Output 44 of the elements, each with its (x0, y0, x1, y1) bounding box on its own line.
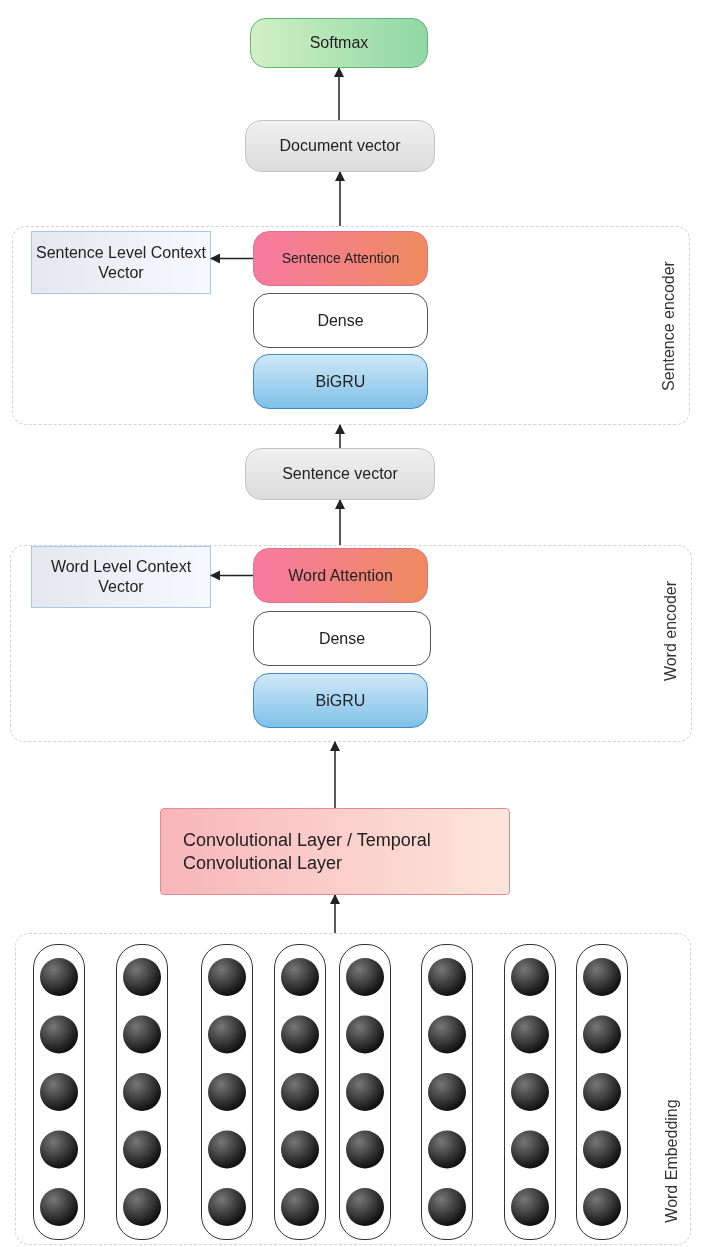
node-label: BiGRU (315, 371, 366, 392)
node-label: Dense (318, 628, 366, 649)
node-label: Word Level Context Vector (49, 557, 193, 597)
context-vector-box (31, 231, 211, 294)
group-label: Word Embedding (662, 1097, 681, 1225)
encoder-group (12, 226, 690, 425)
embedding-group (15, 933, 691, 1245)
arrow (334, 423, 346, 449)
attention-box (253, 548, 428, 603)
context-vector-box (31, 546, 211, 608)
node-label: Convolutional Layer / Temporal Convolutional Layer (182, 829, 432, 874)
vector-column (504, 944, 556, 1240)
vector-column (421, 944, 473, 1240)
node-label: Sentence Level Context Vector (35, 242, 207, 283)
dense-layer-box (253, 293, 428, 348)
bigru-box (253, 673, 428, 728)
arrow (209, 570, 254, 581)
arrow (329, 740, 341, 809)
softmax-box (250, 18, 428, 68)
arrow (334, 498, 346, 546)
arrow (334, 170, 346, 227)
node-label: Dense (317, 310, 364, 331)
node-label: Word Attention (288, 565, 393, 586)
node-label: Sentence Attention (281, 249, 400, 268)
arrow (209, 253, 254, 264)
vector-column (339, 944, 391, 1240)
arrow (333, 66, 345, 121)
bigru-box (253, 354, 428, 409)
vector-box (245, 120, 435, 172)
vector-column (576, 944, 628, 1240)
arrow (329, 893, 341, 934)
vector-column (201, 944, 253, 1240)
node-label: Document vector (279, 136, 401, 156)
vector-box (245, 448, 435, 500)
vector-column (274, 944, 326, 1240)
encoder-group (10, 545, 692, 742)
vector-column (116, 944, 168, 1240)
dense-layer-box (253, 611, 431, 666)
node-label: Softmax (309, 33, 369, 53)
node-label: Sentence vector (282, 464, 398, 484)
convolution-layer-box (160, 808, 510, 895)
attention-box (253, 231, 428, 286)
node-label: BiGRU (315, 690, 366, 711)
vector-column (33, 944, 85, 1240)
